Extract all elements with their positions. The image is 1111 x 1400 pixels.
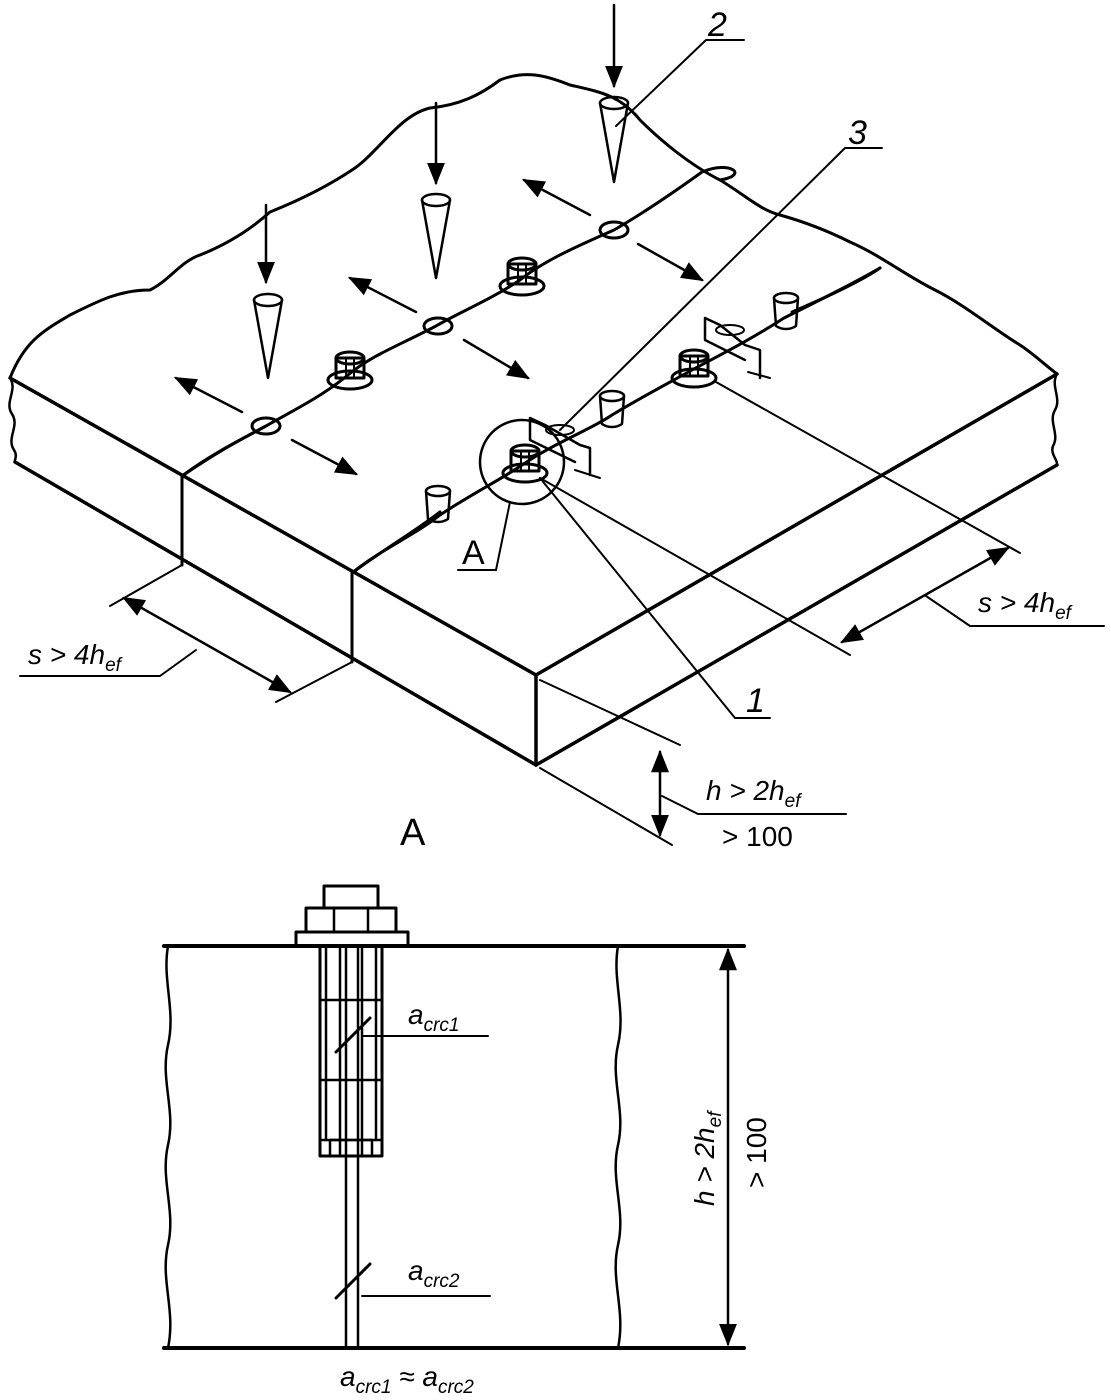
- crack-gauge: [703, 316, 771, 380]
- crack-opening-arrows: [173, 178, 704, 476]
- crack-gauges: [528, 316, 771, 479]
- slab-left-top-edge: [8, 376, 538, 677]
- slab-right-break: [1051, 372, 1059, 467]
- detail-circle-a: [478, 418, 566, 506]
- detail-break-right: [614, 944, 622, 1350]
- arrow-icon: [522, 178, 592, 217]
- detail-title-a: A: [400, 812, 426, 854]
- crack-relation-label: acrc1 ≈ acrc2: [340, 1361, 474, 1398]
- drill-holes: [250, 220, 630, 436]
- crack-mark-2: [334, 1262, 372, 1300]
- plug: [772, 291, 800, 331]
- anchor-bolt: [498, 256, 546, 297]
- arrow-icon: [462, 338, 530, 380]
- crack1-label: acrc1: [408, 999, 459, 1036]
- anchor-bolts: [326, 256, 718, 484]
- wedge: [420, 192, 452, 280]
- detail-marker-a: A: [462, 534, 485, 572]
- callout-3: 3: [848, 114, 867, 152]
- detail-crack: [344, 944, 360, 1350]
- wedge-load-arrows: [257, 3, 623, 285]
- anchor-bolt: [326, 350, 374, 391]
- thickness-label-top: h > 2hef: [706, 775, 802, 812]
- leader-1: [539, 477, 771, 719]
- callout-2: 2: [707, 6, 727, 44]
- wedges: [252, 95, 630, 380]
- slab-broken-edge: [8, 73, 1059, 380]
- drill-hole: [598, 220, 630, 240]
- callouts: 2 3 1 A: [457, 6, 883, 720]
- arrow-icon: [290, 438, 358, 476]
- detail-thickness-label-bottom: > 100: [741, 1117, 772, 1188]
- crack-gauge-item-3: [528, 416, 601, 479]
- slab-top-joint-right: [700, 165, 737, 182]
- anchor-bolt-item-1: [501, 443, 549, 484]
- arrow-icon: [173, 376, 244, 414]
- slab-left-break: [8, 376, 18, 464]
- drill-hole: [250, 416, 282, 436]
- crack-mark-1: [334, 1016, 372, 1054]
- dimension-spacing-right: s > 4hef: [539, 381, 1105, 656]
- crack-line-back: [180, 170, 704, 478]
- wedge: [252, 292, 284, 380]
- plug: [424, 484, 452, 524]
- detail-anchor-sleeve: [318, 944, 384, 1158]
- detail-bolt-head: [294, 884, 410, 948]
- dimension-thickness: h > 2hef > 100: [539, 679, 847, 852]
- detail-break-left: [164, 944, 172, 1350]
- plugs: [424, 291, 800, 524]
- detail-section: acrc1 acrc2 acrc1 ≈ acrc2 h > 2hef > 100: [162, 884, 772, 1398]
- spacing-left-label: s > 4hef: [28, 639, 123, 676]
- anchor-bolt: [670, 348, 718, 389]
- leader-a: [457, 501, 511, 571]
- thickness-label-bottom: > 100: [722, 821, 793, 852]
- crack-line-front: [350, 266, 882, 575]
- drill-hole: [422, 316, 454, 336]
- callout-1: 1: [746, 682, 765, 720]
- slab-right-top-edge: [534, 372, 1059, 677]
- dimension-spacing-left: s > 4hef: [19, 564, 353, 703]
- arrow-icon: [636, 242, 704, 282]
- detail-thickness-label-top: h > 2hef: [689, 1110, 726, 1206]
- wedge-item-2: [598, 95, 630, 184]
- arrow-icon: [347, 276, 418, 314]
- leader-3: [559, 147, 883, 431]
- crack2-label: acrc2: [408, 1255, 460, 1292]
- slab-left-bottom-edge: [13, 460, 538, 767]
- leader-2: [615, 39, 745, 127]
- spacing-right-label: s > 4hef: [978, 587, 1073, 624]
- plug: [598, 389, 626, 429]
- slab-right-bottom-edge: [534, 463, 1059, 767]
